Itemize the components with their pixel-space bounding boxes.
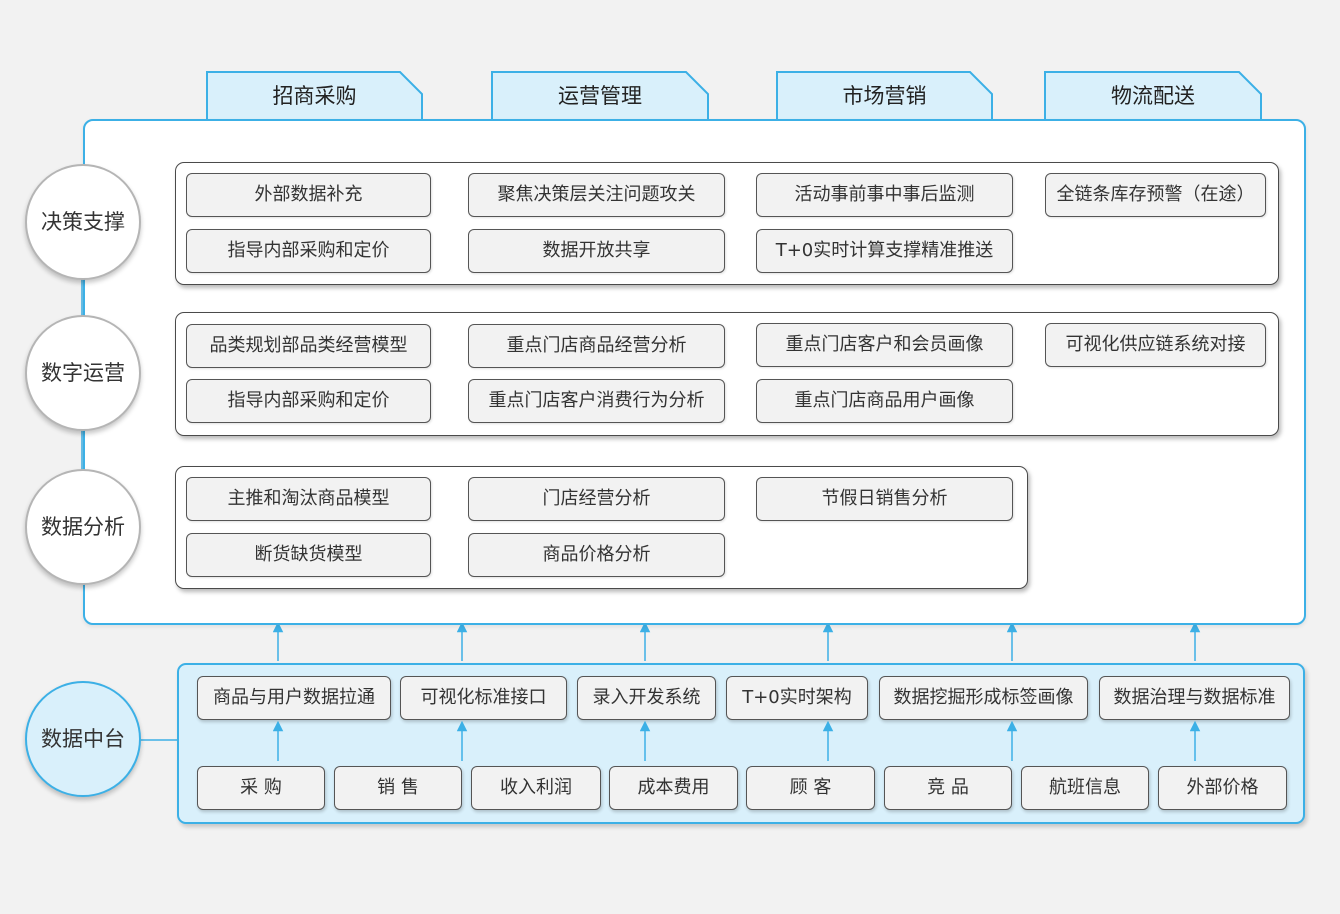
source-item: 顾 客 [746,766,875,810]
capability-item: T+0实时架构 [726,676,868,720]
layer-item: T+0实时计算支撑精准推送 [756,229,1013,273]
capability-item: 可视化标准接口 [400,676,567,720]
layer-item: 品类规划部品类经营模型 [186,324,431,368]
layer-item: 主推和淘汰商品模型 [186,477,431,521]
layer-item: 商品价格分析 [468,533,725,577]
layer-item: 全链条库存预警（在途） [1045,173,1266,217]
source-item: 销 售 [334,766,462,810]
layer-item: 重点门店客户消费行为分析 [468,379,725,423]
layer-item: 指导内部采购和定价 [186,229,431,273]
source-item: 竞 品 [884,766,1012,810]
capability-item: 录入开发系统 [577,676,716,720]
capability-item: 数据挖掘形成标签画像 [879,676,1088,720]
source-item: 外部价格 [1158,766,1287,810]
tab-shape-operations [491,71,709,119]
layer-item: 聚焦决策层关注问题攻关 [468,173,725,217]
tab-shape-marketing [776,71,993,119]
capability-item: 数据治理与数据标准 [1099,676,1290,720]
layer-item: 重点门店商品经营分析 [468,324,725,368]
tab-operations: 运营管理 [558,84,642,108]
layer-circle-data-analysis: 数据分析 [25,469,141,585]
tab-procurement: 招商采购 [272,84,357,108]
capability-item: 商品与用户数据拉通 [197,676,391,720]
source-item: 航班信息 [1021,766,1149,810]
layer-item: 可视化供应链系统对接 [1045,323,1266,367]
layer-item: 指导内部采购和定价 [186,379,431,423]
layer-item: 重点门店商品用户画像 [756,379,1013,423]
layer-item: 活动事前事中事后监测 [756,173,1013,217]
tab-marketing: 市场营销 [842,84,927,108]
layer-item: 节假日销售分析 [756,477,1013,521]
layer-item: 数据开放共享 [468,229,725,273]
tab-logistics: 物流配送 [1111,84,1195,108]
source-item: 收入利润 [471,766,601,810]
source-item: 采 购 [197,766,325,810]
layer-circle-data-platform: 数据中台 [25,681,141,797]
tab-shape-logistics [1044,71,1262,119]
source-item: 成本费用 [609,766,738,810]
layer-item: 外部数据补充 [186,173,431,217]
tab-shape-procurement [206,71,423,119]
layer-circle-digital-operations: 数字运营 [25,315,141,431]
layer-circle-decision-support: 决策支撑 [25,164,141,280]
layer-item: 重点门店客户和会员画像 [756,323,1013,367]
layer-item: 断货缺货模型 [186,533,431,577]
layer-item: 门店经营分析 [468,477,725,521]
